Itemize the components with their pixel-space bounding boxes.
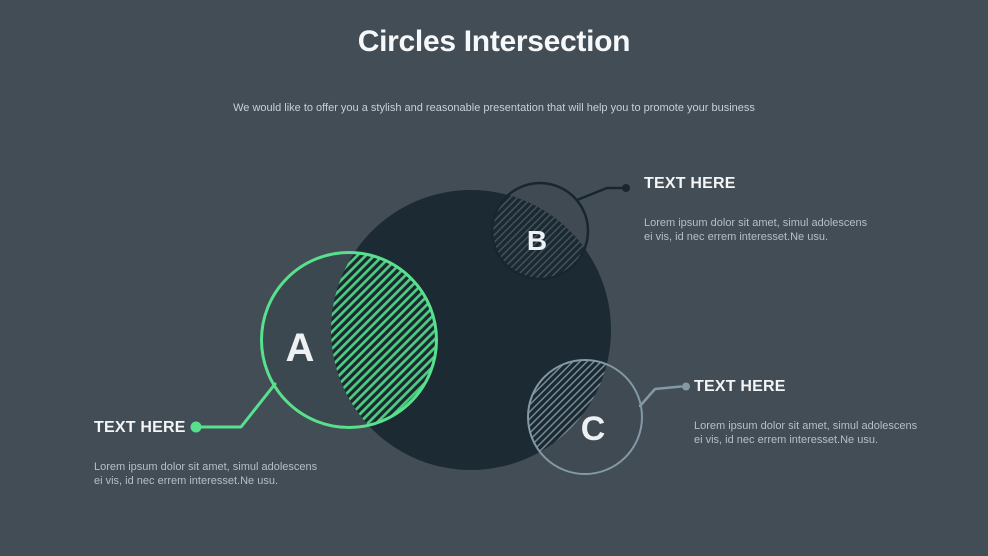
callout-c-text: TEXT HERE Lorem ipsum dolor sit amet, si… xyxy=(694,377,944,447)
callout-b-body-line-2: ei vis, id nec errem interesset.Ne usu. xyxy=(644,231,829,243)
callout-b-line xyxy=(575,186,624,202)
callout-a-body-line-2: ei vis, id nec errem interesset.Ne usu. xyxy=(94,475,279,487)
callout-a-line xyxy=(194,382,277,429)
circle-a-label: A xyxy=(286,326,315,370)
circle-b-label: B xyxy=(527,225,547,256)
circle-c xyxy=(527,359,643,475)
callout-a-body-line-1: Lorem ipsum dolor sit amet, simul adoles… xyxy=(94,461,318,473)
callout-b-body-line-1: Lorem ipsum dolor sit amet, simul adoles… xyxy=(644,217,868,229)
circle-a xyxy=(260,251,438,429)
circle-a-intersection-hatch xyxy=(331,252,437,428)
callout-c-line xyxy=(638,385,683,408)
callout-c-body-line-2: ei vis, id nec errem interesset.Ne usu. xyxy=(694,434,879,446)
callout-a-text: TEXT HERE Lorem ipsum dolor sit amet, si… xyxy=(94,418,344,488)
callout-c-heading: TEXT HERE xyxy=(694,378,786,395)
callout-b-text: TEXT HERE Lorem ipsum dolor sit amet, si… xyxy=(644,174,894,244)
callout-b-heading: TEXT HERE xyxy=(644,175,736,192)
callout-c-body-line-1: Lorem ipsum dolor sit amet, simul adoles… xyxy=(694,420,918,432)
slide-subtitle: We would like to offer you a stylish and… xyxy=(233,102,755,114)
slide-title: Circles Intersection xyxy=(357,25,631,58)
circle-b xyxy=(490,181,590,281)
callout-b-dot xyxy=(622,184,630,192)
callout-c-body: Lorem ipsum dolor sit amet, simul adoles… xyxy=(694,419,944,447)
callout-a-heading: TEXT HERE xyxy=(94,419,186,436)
callout-a-body: Lorem ipsum dolor sit amet, simul adoles… xyxy=(94,460,344,488)
callout-c-dot xyxy=(682,382,690,391)
callout-b-body: Lorem ipsum dolor sit amet, simul adoles… xyxy=(644,216,894,244)
circle-c-label: C xyxy=(581,410,606,448)
callout-a-dot xyxy=(190,421,202,433)
